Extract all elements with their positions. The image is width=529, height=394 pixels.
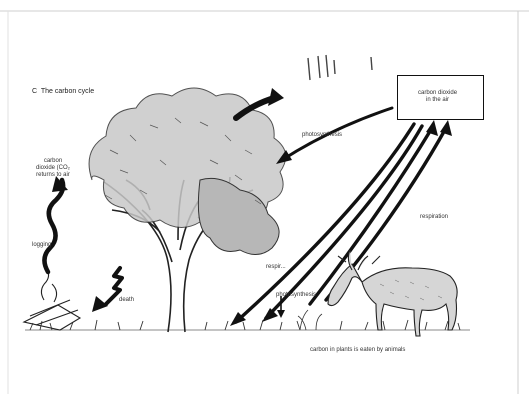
ground-grass	[25, 320, 470, 330]
scan-artifact-strokes	[308, 55, 372, 80]
photosynthesis-label-top: photosynthesis	[302, 132, 342, 139]
deer	[328, 250, 457, 336]
smoke-arrow	[44, 180, 63, 272]
logging-label: logging	[32, 242, 51, 249]
photosynthesis-label-mid: photosynthesis	[276, 292, 316, 299]
tree-canopy	[89, 88, 286, 255]
death-arrowhead	[92, 296, 108, 312]
respiration-label-right: respiration	[420, 214, 448, 221]
co2-box-label: carbon dioxide in the air	[418, 90, 457, 104]
eaten-by-animals-label: carbon in plants is eaten by animals	[310, 347, 405, 354]
ground-plants	[298, 310, 322, 330]
death-label: death	[119, 297, 134, 304]
burning-co2-label: carbon dioxide (CO₂ returns to air	[36, 158, 70, 179]
tree-to-air-arrowhead	[268, 88, 284, 106]
diagram-title: C The carbon cycle	[32, 88, 94, 95]
burning-logs	[24, 266, 80, 330]
respiration-label-mid: respir...	[266, 264, 286, 271]
plant-down-arrowhead	[277, 310, 285, 318]
